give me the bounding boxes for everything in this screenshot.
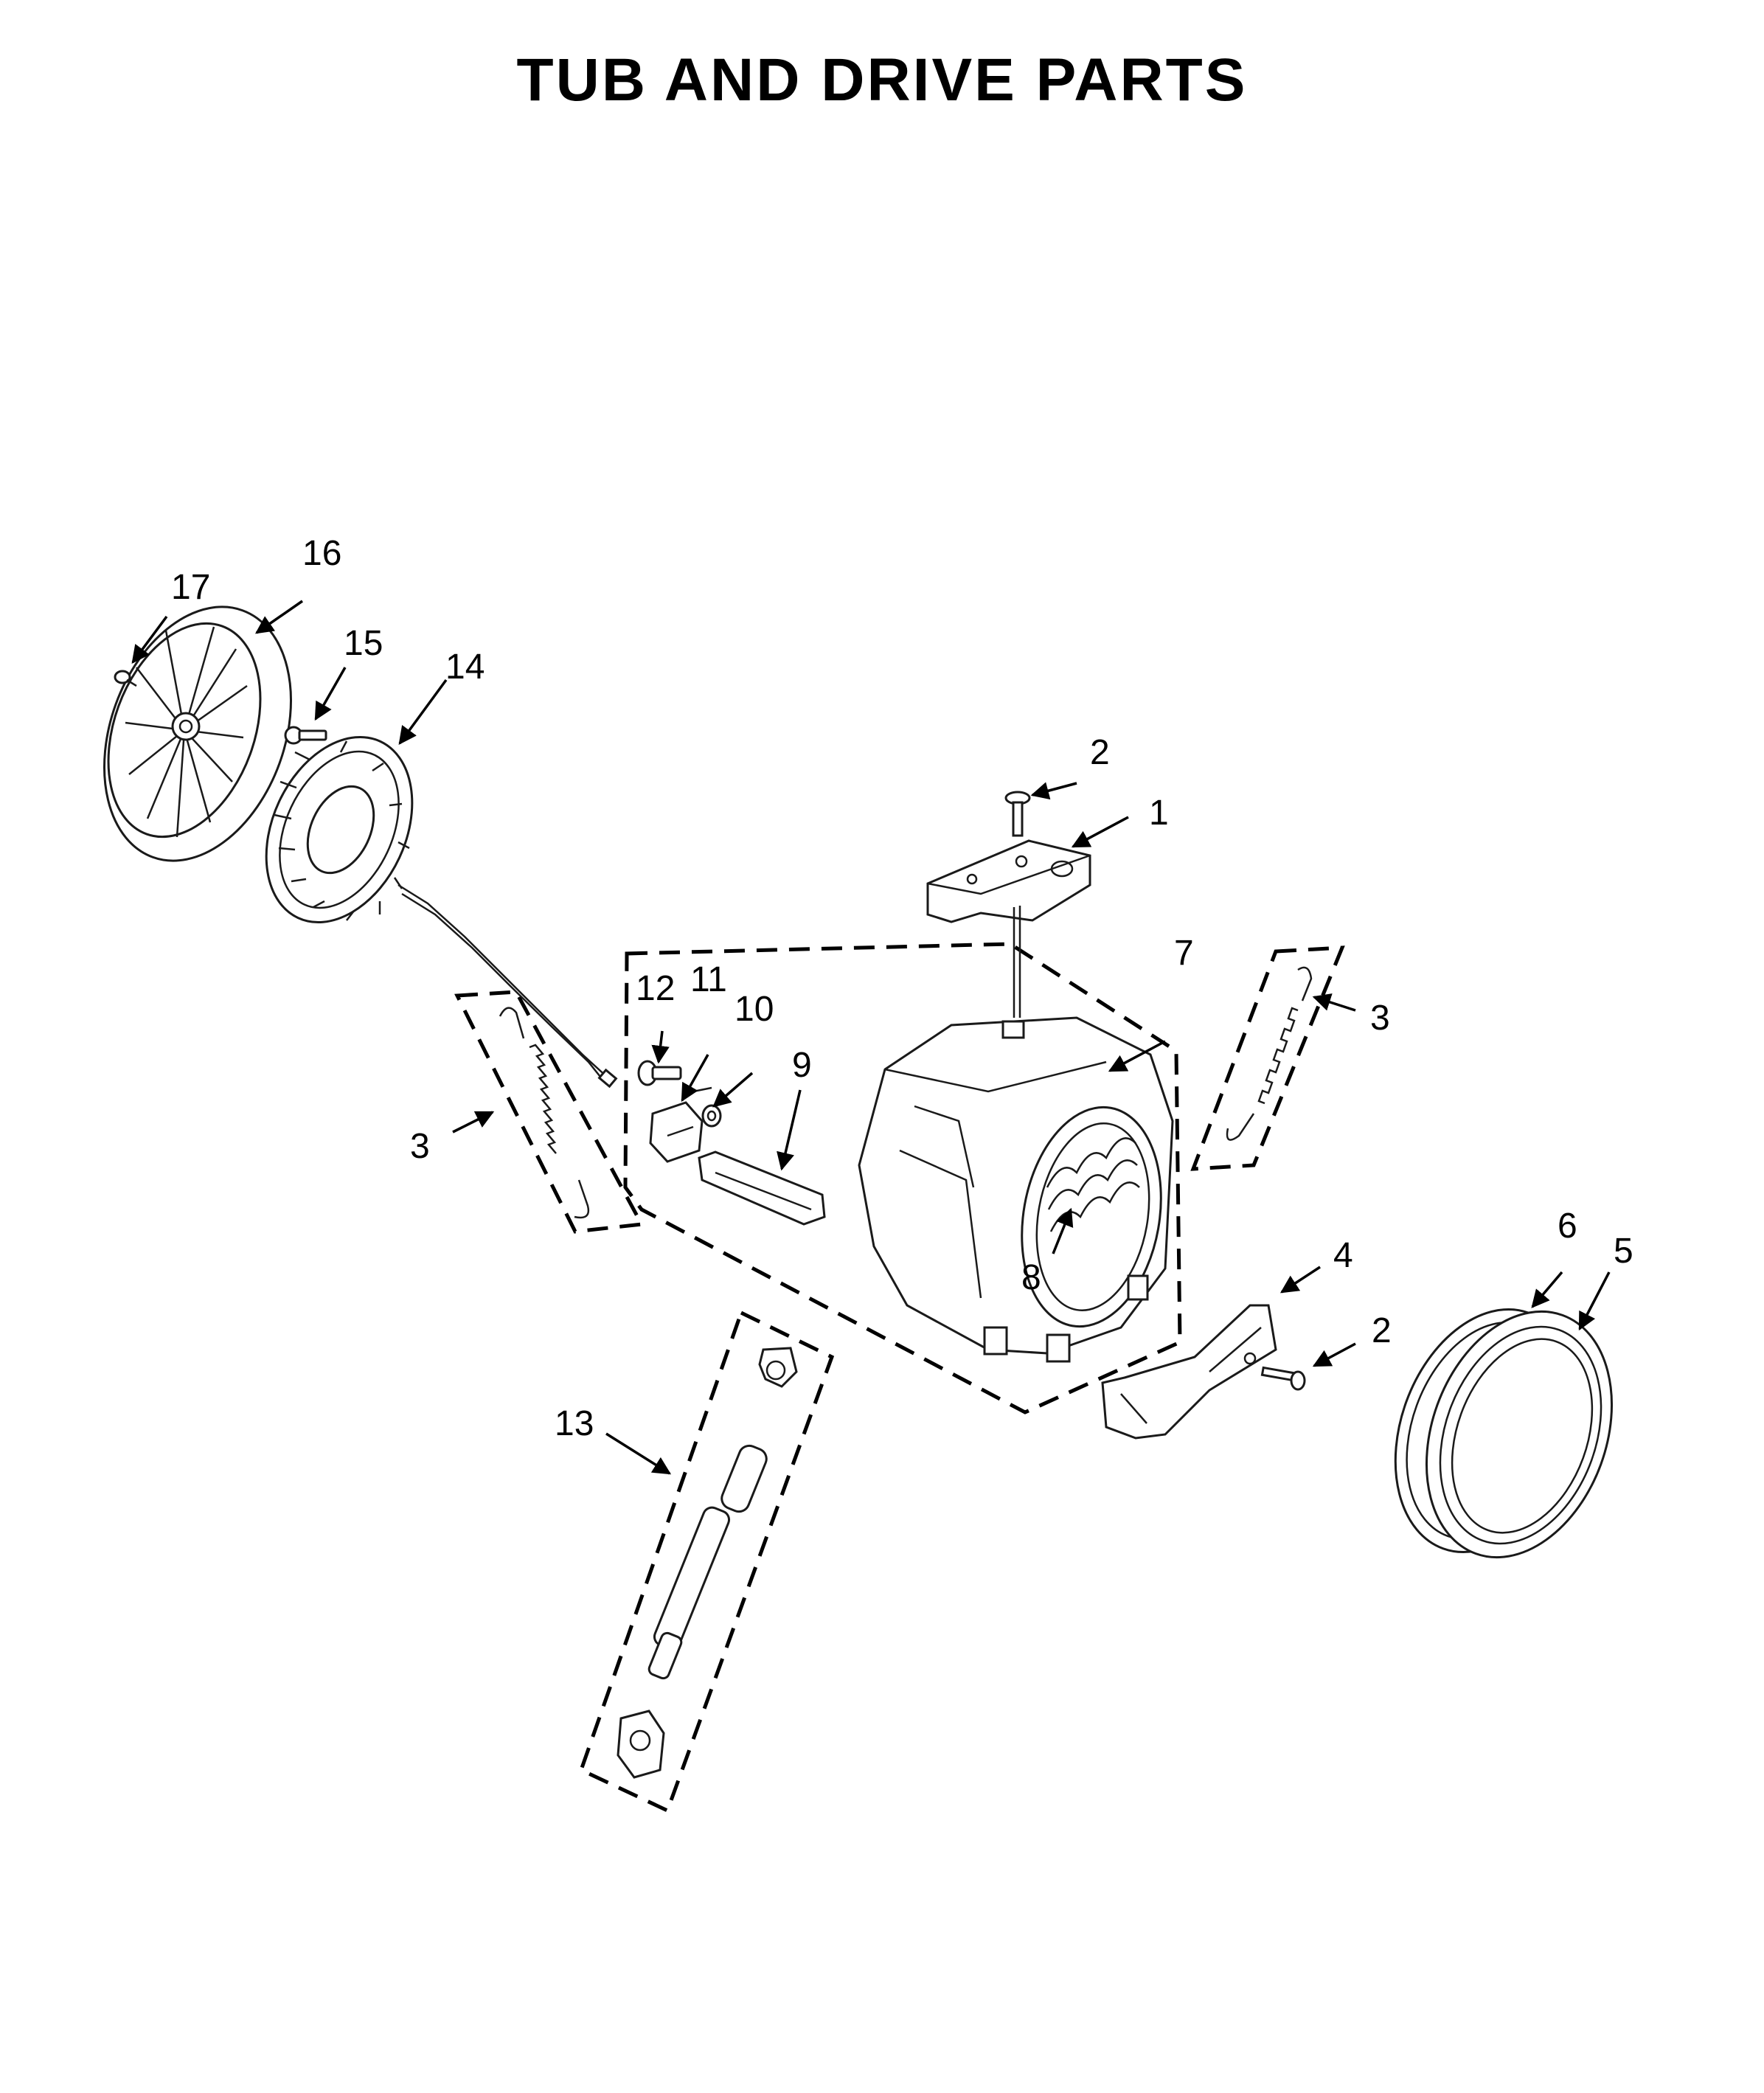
outer-tub-part-7 <box>858 1016 1174 1363</box>
callout-9: 9 <box>792 1046 812 1085</box>
callout-15: 15 <box>344 624 383 663</box>
shock-absorber-group-outline <box>578 1310 835 1813</box>
suspension-spring-left <box>499 1007 590 1219</box>
shock-absorber-part-13 <box>617 1347 798 1779</box>
diagram-title: TUB AND DRIVE PARTS <box>516 46 1248 114</box>
heater-element-part-9 <box>698 1150 826 1226</box>
stator-part-14 <box>265 735 414 924</box>
rotor-bolt-part-15 <box>284 726 327 745</box>
spring-left-group-outline <box>454 990 645 1234</box>
callout-12: 12 <box>636 969 675 1008</box>
tub-assembly-group-outline <box>623 942 1182 1415</box>
callout-7: 7 <box>1174 934 1194 973</box>
callout-17: 17 <box>171 568 210 607</box>
callout-10: 10 <box>735 990 774 1029</box>
rotor-part-16 <box>103 605 292 862</box>
tub-bracket-part-4 <box>1101 1304 1277 1440</box>
bracket-bolt-part-2 <box>1260 1366 1306 1391</box>
callout-13: 13 <box>555 1404 594 1443</box>
callout-labels: 1 2 2 3 3 4 5 6 7 8 9 10 11 12 13 14 15 … <box>171 534 1633 1443</box>
heater-bracket-part-11 <box>649 1086 712 1163</box>
tub-weight-part-1 <box>926 839 1091 1018</box>
callout-8: 8 <box>1021 1258 1041 1297</box>
bracket-bolt-part-12 <box>637 1060 682 1086</box>
weight-bolt-part-2 <box>1004 791 1031 837</box>
spring-right-group-outline <box>1190 945 1345 1171</box>
suspension-spring-right <box>1226 966 1313 1141</box>
stator-wire-harness <box>397 884 618 1089</box>
callout-3-left-spring: 3 <box>410 1127 430 1166</box>
callout-6: 6 <box>1558 1207 1577 1246</box>
callout-4: 4 <box>1333 1236 1353 1275</box>
leader-lines <box>131 600 1611 1475</box>
heater-sensor-part-10 <box>701 1104 722 1128</box>
callout-11: 11 <box>690 960 727 999</box>
callout-1: 1 <box>1149 794 1169 833</box>
callout-2-bracket-bolt: 2 <box>1372 1311 1392 1350</box>
callout-2-weight-bolt: 2 <box>1090 733 1110 772</box>
callout-14: 14 <box>445 648 485 687</box>
callout-3-right-spring: 3 <box>1370 999 1390 1038</box>
callout-5: 5 <box>1614 1232 1633 1271</box>
rotor-bolt-part-17 <box>114 670 137 687</box>
callout-16: 16 <box>302 534 341 573</box>
bellows-part-5 <box>1425 1310 1614 1559</box>
